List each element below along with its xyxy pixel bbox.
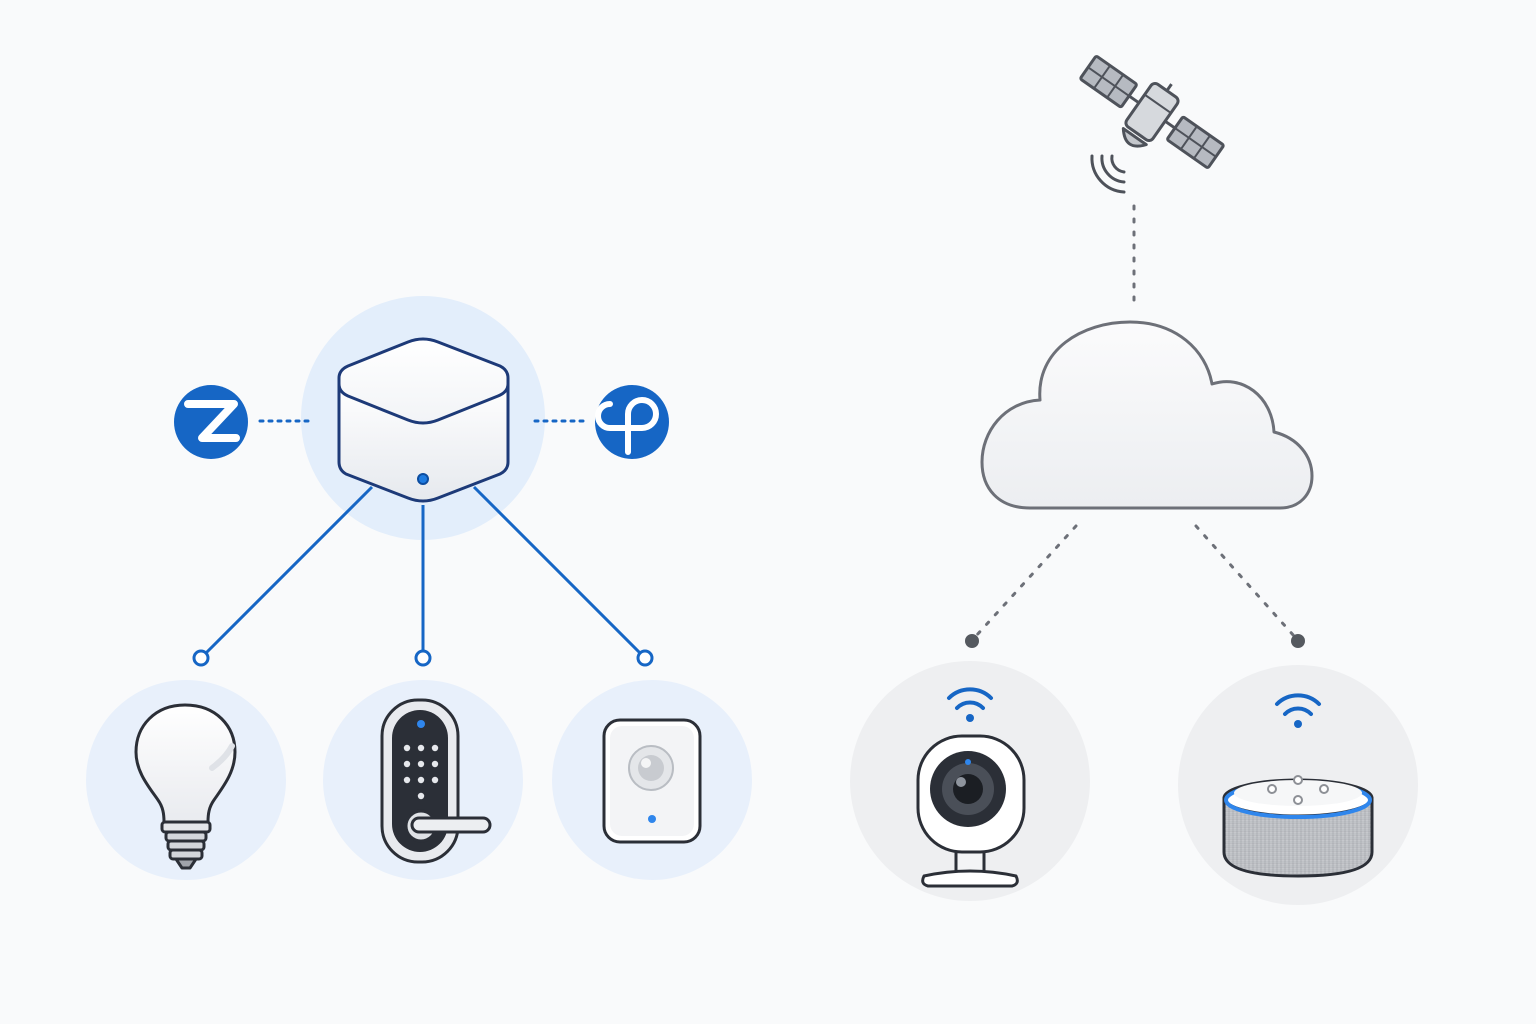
device-smart-speaker xyxy=(1178,665,1418,905)
link-node-lock xyxy=(414,649,432,667)
satellite-icon xyxy=(1079,55,1225,194)
smart-speaker-icon xyxy=(1222,775,1374,878)
wifi-signal-icon xyxy=(947,687,993,722)
lock-keypad xyxy=(403,744,439,800)
link-node-speaker xyxy=(1291,634,1305,648)
zwave-logo-icon xyxy=(174,385,248,459)
device-motion-sensor xyxy=(552,680,752,880)
smart-lock-icon xyxy=(380,698,492,864)
lock-status-led xyxy=(417,720,425,728)
hub-link-sensor xyxy=(472,485,644,657)
lock-handle xyxy=(410,816,492,834)
sensor-status-led xyxy=(648,815,656,823)
link-node-bulb xyxy=(192,649,210,667)
light-bulb-icon xyxy=(134,703,237,870)
right-cloud-group xyxy=(965,55,1314,648)
wifi-signal-icon xyxy=(1275,693,1321,728)
hub-status-led xyxy=(417,473,429,485)
cloud-link-speaker xyxy=(1194,524,1296,638)
device-light-bulb xyxy=(86,680,286,880)
cloud-link-camera xyxy=(974,524,1078,638)
device-security-camera xyxy=(850,661,1090,901)
motion-sensor-icon xyxy=(602,718,702,844)
camera-status-led xyxy=(965,759,971,765)
link-node-camera xyxy=(965,634,979,648)
left-hub-group xyxy=(174,296,669,667)
cloud-icon xyxy=(980,320,1314,510)
smart-home-hub-icon xyxy=(337,337,510,503)
link-node-sensor xyxy=(636,649,654,667)
zigbee-logo-icon xyxy=(595,385,669,459)
security-camera-icon xyxy=(916,734,1026,888)
device-smart-lock xyxy=(323,680,523,880)
hub-link-bulb xyxy=(202,485,374,657)
